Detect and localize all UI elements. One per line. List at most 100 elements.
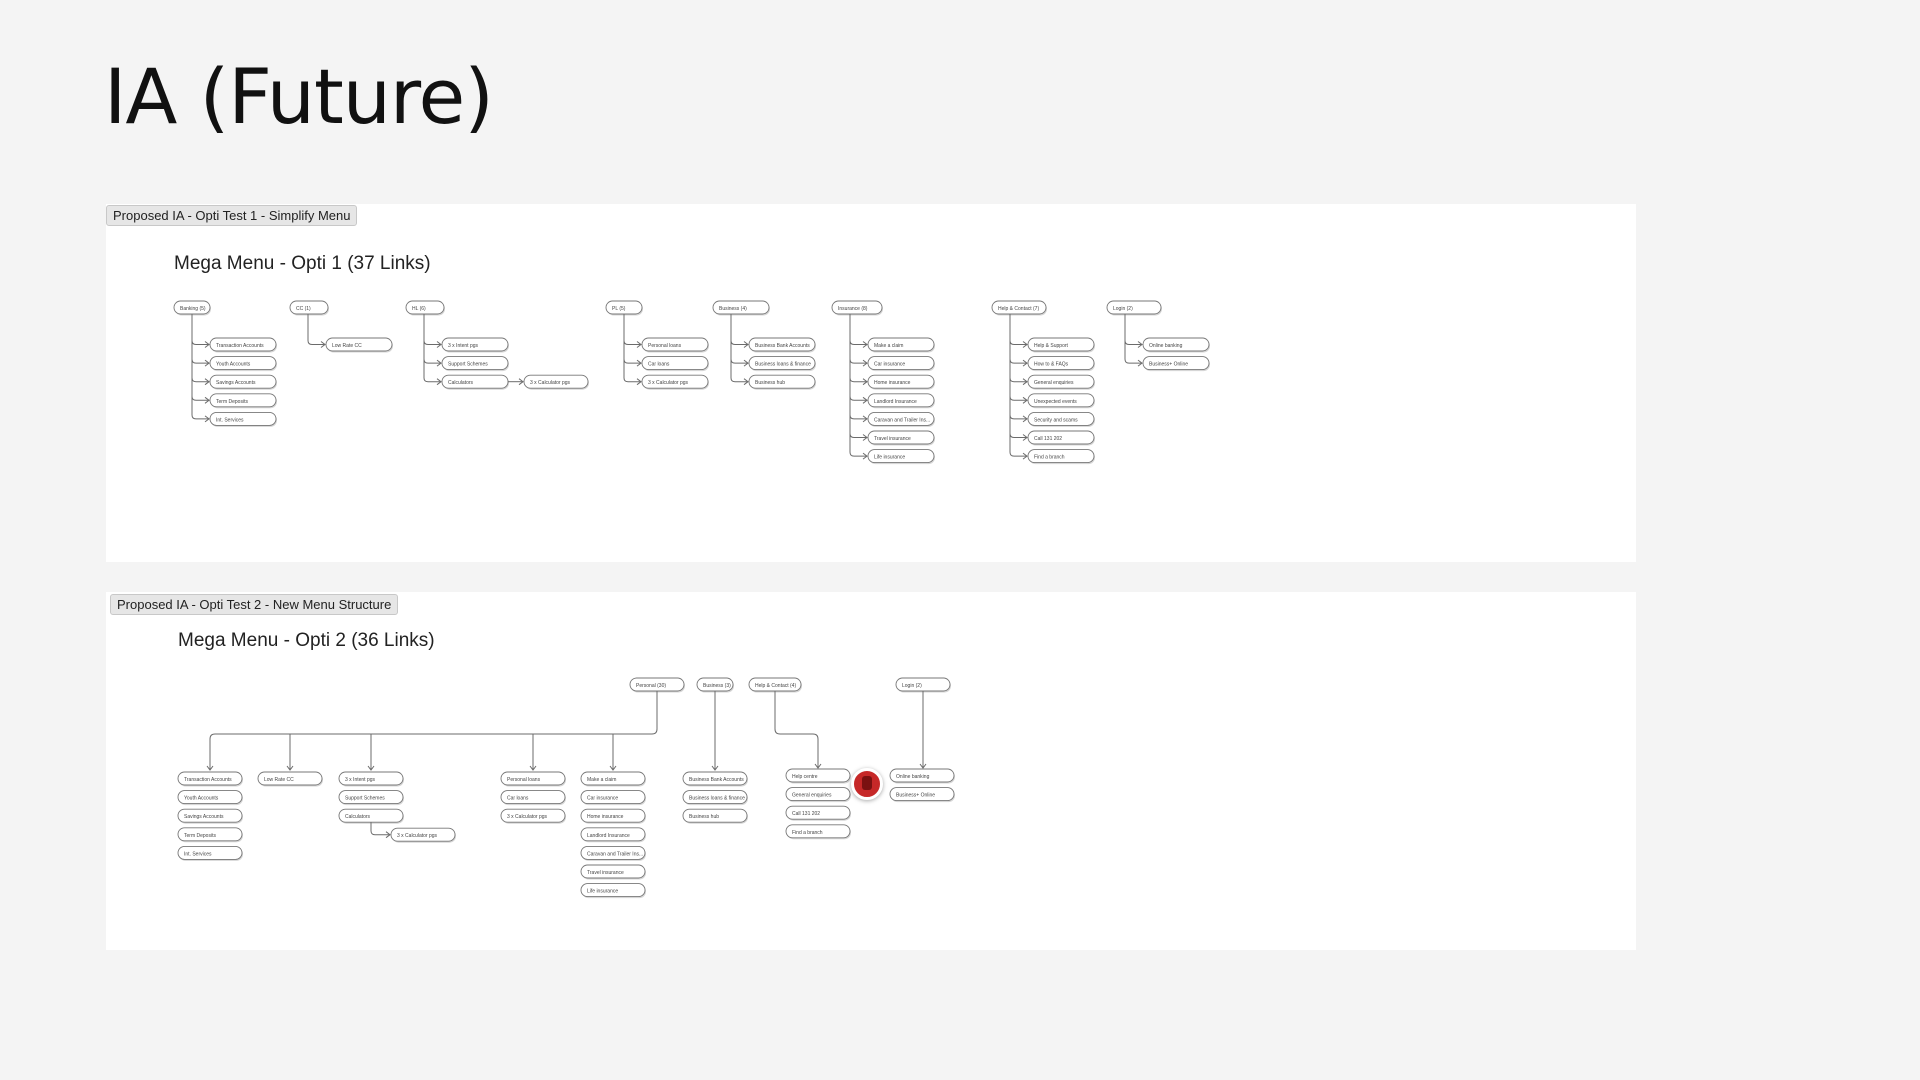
connector-line bbox=[191, 377, 209, 383]
node-label: Car insurance bbox=[874, 362, 905, 368]
menu-link-node: Car insurance bbox=[867, 356, 935, 372]
menu-link-node: Calculators bbox=[338, 808, 404, 824]
node-label: Call 131 202 bbox=[792, 811, 820, 817]
connector-line bbox=[1124, 340, 1142, 345]
menu-link-node: Make a claim bbox=[867, 337, 935, 353]
connector-line bbox=[370, 822, 390, 836]
menu-link-node: Caravan and Trailer Ins... bbox=[867, 411, 935, 427]
node-label: Youth Accounts bbox=[184, 796, 219, 802]
node-label: Make a claim bbox=[874, 343, 903, 349]
arrow-head bbox=[204, 378, 210, 386]
node-label: Find a branch bbox=[1034, 455, 1065, 461]
node-label: Home insurance bbox=[874, 380, 911, 386]
node-label: Car insurance bbox=[587, 796, 618, 802]
node-label: Life insurance bbox=[874, 455, 905, 461]
arrow-head bbox=[367, 765, 375, 771]
menu-link-node: 3 x Calculator pgs bbox=[641, 374, 709, 390]
node-label: Banking (5) bbox=[180, 306, 206, 312]
menu-link-node: General enquiries bbox=[1027, 374, 1095, 390]
menu-group-head: Help & Contact (4) bbox=[748, 677, 802, 693]
connector-line bbox=[730, 359, 748, 364]
node-label: Make a claim bbox=[587, 777, 616, 783]
arrow-head bbox=[743, 341, 749, 348]
arrow-head bbox=[436, 359, 442, 367]
menu-link-node: Youth Accounts bbox=[209, 356, 277, 372]
node-label: Travel insurance bbox=[587, 870, 624, 876]
menu-link-node: Landlord Insurance bbox=[867, 393, 935, 409]
arrow-head bbox=[862, 341, 868, 348]
menu-group-head: Login (2) bbox=[1106, 300, 1162, 316]
arrow-head bbox=[1022, 434, 1028, 441]
node-label: Online banking bbox=[1149, 343, 1183, 349]
arrow-head bbox=[636, 341, 642, 348]
node-label: Business Bank Accounts bbox=[689, 777, 744, 783]
menu-link-node: Car insurance bbox=[580, 790, 646, 806]
menu-link-node: Life insurance bbox=[580, 883, 646, 899]
node-label: Savings Accounts bbox=[184, 814, 224, 820]
menu-link-node: 3 x Calculator pgs bbox=[390, 827, 456, 843]
node-label: 3 x Calculator pgs bbox=[397, 833, 438, 839]
arrow-head bbox=[1137, 341, 1143, 348]
menu-group-head: Help & Contact (7) bbox=[991, 300, 1047, 316]
user-avatar[interactable] bbox=[851, 768, 883, 800]
node-label: Business loans & finance bbox=[755, 362, 811, 368]
node-label: Travel insurance bbox=[874, 436, 911, 442]
page-title: IA (Future) bbox=[104, 52, 494, 141]
arrow-head bbox=[814, 763, 822, 769]
arrow-head bbox=[609, 765, 617, 771]
node-label: Business+ Online bbox=[896, 793, 935, 799]
menu-link-node: Call 131 202 bbox=[785, 805, 851, 821]
menu-link-node: Business+ Online bbox=[889, 787, 955, 803]
arrow-head bbox=[436, 341, 442, 348]
arrow-head bbox=[385, 831, 391, 839]
connector-line bbox=[1009, 414, 1027, 420]
connector-line bbox=[849, 396, 867, 401]
arrow-head bbox=[518, 378, 524, 386]
frame-opti-test-2: Proposed IA - Opti Test 2 - New Menu Str… bbox=[106, 592, 1636, 950]
connector-line bbox=[1009, 314, 1027, 457]
node-label: Help & Contact (7) bbox=[998, 306, 1039, 312]
connector-line bbox=[849, 414, 867, 420]
menu-link-node: Calculators bbox=[441, 374, 509, 390]
menu-group-head: Business (3) bbox=[696, 677, 734, 693]
node-label: Find a branch bbox=[792, 830, 823, 836]
menu-link-node: Term Deposits bbox=[209, 393, 277, 409]
connector-line bbox=[423, 359, 441, 364]
menu-link-node: Home insurance bbox=[580, 808, 646, 824]
menu-link-node: Youth Accounts bbox=[177, 790, 243, 806]
menu-link-node: Help & Support bbox=[1027, 337, 1095, 353]
frame-label: Proposed IA - Opti Test 2 - New Menu Str… bbox=[110, 594, 399, 615]
arrow-head bbox=[743, 378, 749, 386]
connector-line bbox=[849, 433, 867, 438]
arrow-head bbox=[436, 378, 442, 386]
arrow-head bbox=[636, 378, 642, 386]
connector-line bbox=[191, 396, 209, 401]
menu-link-node: Travel insurance bbox=[580, 864, 646, 880]
arrow-head bbox=[743, 359, 749, 367]
menu-link-node: Find a branch bbox=[1027, 449, 1095, 465]
connector-line bbox=[1009, 396, 1027, 401]
connector-line bbox=[730, 340, 748, 345]
connector-line bbox=[191, 340, 209, 345]
menu-group-head: Insurance (8) bbox=[831, 300, 883, 316]
connector-line bbox=[849, 340, 867, 345]
node-label: Support Schemes bbox=[448, 362, 488, 368]
connector-line bbox=[623, 359, 641, 364]
menu-link-node: 3 x Calculator pgs bbox=[500, 808, 566, 824]
menu-link-node: Low Rate CC bbox=[325, 337, 393, 353]
menu-link-node: Online banking bbox=[1142, 337, 1210, 353]
connector-line bbox=[849, 314, 867, 457]
node-label: Car loans bbox=[507, 796, 529, 802]
menu-link-node: Personal loans bbox=[500, 771, 566, 787]
menu-group-head: Banking (5) bbox=[173, 300, 211, 316]
arrow-head bbox=[204, 396, 210, 404]
node-label: General enquiries bbox=[792, 793, 832, 799]
node-label: Business (3) bbox=[703, 683, 731, 689]
arrow-head bbox=[206, 765, 214, 771]
menu-link-node: Business loans & finance bbox=[682, 790, 748, 806]
node-label: How to & FAQs bbox=[1034, 362, 1069, 368]
node-label: Login (2) bbox=[1113, 306, 1133, 312]
connector-line bbox=[623, 340, 641, 345]
section-title: Mega Menu - Opti 1 (37 Links) bbox=[174, 253, 431, 274]
